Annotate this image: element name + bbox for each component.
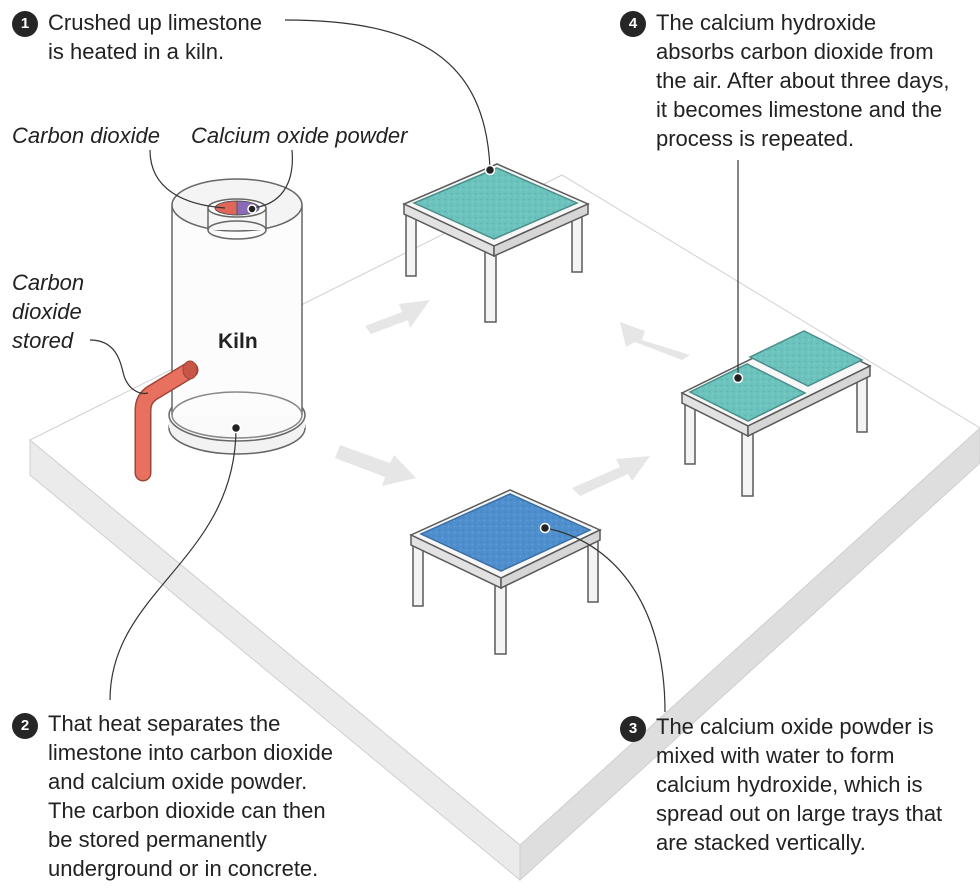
leader-step-3 <box>544 527 666 713</box>
step-2-line: and calcium oxide powder. <box>48 769 308 794</box>
leader-calcium-oxide <box>251 149 293 209</box>
leader-carbon-dioxide <box>149 149 226 209</box>
step-2-text: That heat separates the limestone into c… <box>48 709 333 883</box>
step-4-line: absorbs carbon dioxide from <box>656 39 934 64</box>
step-4-line: process is repeated. <box>656 126 855 151</box>
step-3-line: mixed with water to form <box>656 743 895 768</box>
step-3-line: spread out on large trays that <box>656 801 943 826</box>
step-1-badge: 1 <box>12 11 38 37</box>
step-3-line: calcium hydroxide, which is <box>656 772 923 797</box>
flow-arrows <box>335 300 690 496</box>
step-4-line: it becomes limestone and the <box>656 97 943 122</box>
step-3-badge: 3 <box>620 716 646 742</box>
tray-table-1 <box>402 163 590 323</box>
step-3-line: are stacked vertically. <box>656 830 866 855</box>
step-2-line: be stored permanently <box>48 827 267 852</box>
step-4-line: The calcium hydroxide <box>656 10 877 35</box>
arrow-to-kiln <box>365 300 430 334</box>
step-2-badge: 2 <box>12 713 38 739</box>
leader-stored <box>89 339 149 395</box>
step-3-text: The calcium oxide powder is mixed with w… <box>656 712 942 857</box>
co2-segment <box>214 200 238 216</box>
arrow-to-table-3 <box>335 445 416 486</box>
step-2-line: The carbon dioxide can then <box>48 798 326 823</box>
step-3-line: The calcium oxide powder is <box>656 714 934 739</box>
stored-line-1: Carbon <box>12 270 85 295</box>
arrow-to-table-4 <box>572 456 650 496</box>
step-2-line: limestone into carbon dioxide <box>48 740 333 765</box>
step-4-text: The calcium hydroxide absorbs carbon dio… <box>656 8 950 153</box>
leader-step-1 <box>284 19 491 169</box>
step-2-line: That heat separates the <box>48 711 281 736</box>
step-1-text: Crushed up limestone is heated in a kiln… <box>48 8 262 66</box>
carbon-dioxide-label: Carbon dioxide <box>12 123 160 148</box>
step-1-line: Crushed up limestone <box>48 10 263 35</box>
step-1-line: is heated in a kiln. <box>48 39 225 64</box>
leader-step-2 <box>109 427 237 701</box>
step-2-line: underground or in concrete. <box>48 856 319 881</box>
leader-lines <box>89 19 739 713</box>
stored-line-3: stored <box>12 328 74 353</box>
step-4-line: the air. After about three days, <box>656 68 950 93</box>
arrow-to-table-1 <box>620 322 690 360</box>
tray-table-4 <box>680 330 872 497</box>
kiln <box>168 178 306 455</box>
step-4-badge: 4 <box>620 11 646 37</box>
tray-table-3 <box>409 489 602 655</box>
stored-line-2: dioxide <box>12 299 82 324</box>
carbon-dioxide-stored-label: Carbon dioxide stored <box>12 268 84 355</box>
kiln-label: Kiln <box>218 330 258 353</box>
calcium-oxide-powder-label: Calcium oxide powder <box>191 123 408 148</box>
co2-pipe <box>134 360 199 482</box>
leader-dots <box>230 164 744 534</box>
